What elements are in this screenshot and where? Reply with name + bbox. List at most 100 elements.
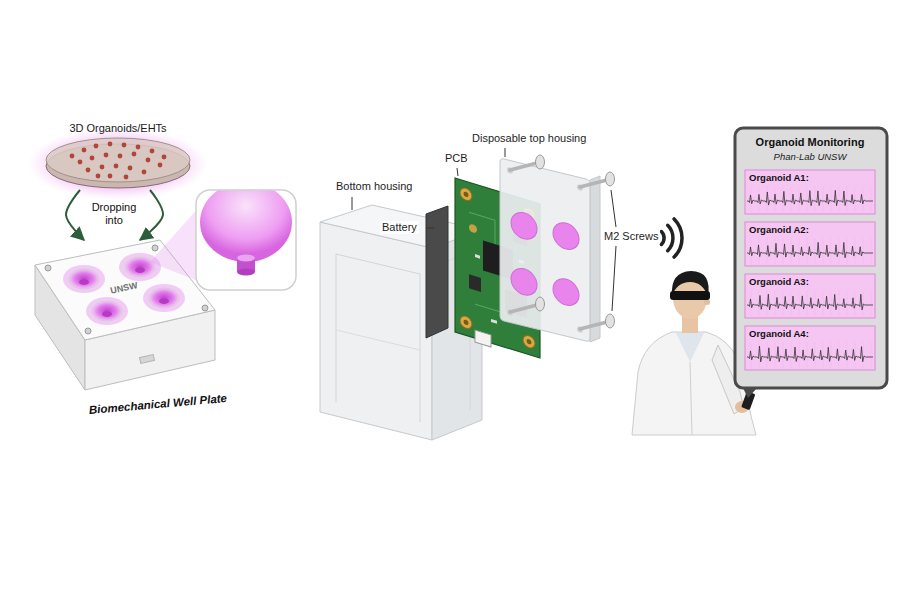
pcb-board bbox=[527, 338, 532, 345]
pcb-board bbox=[491, 319, 497, 324]
m2-screw bbox=[580, 322, 607, 329]
bottom-housing bbox=[336, 330, 420, 350]
signal-strip-art bbox=[791, 238, 792, 265]
pcb-board bbox=[475, 330, 491, 347]
signal-strip-art bbox=[823, 238, 824, 265]
well-plate-body bbox=[140, 355, 155, 364]
signal-strip-art bbox=[815, 186, 816, 213]
organoid-dots bbox=[104, 153, 109, 158]
m2-screw bbox=[510, 163, 607, 329]
drop-arrow bbox=[66, 190, 84, 240]
signal-strip-art bbox=[839, 238, 840, 265]
petri-dish bbox=[28, 128, 208, 200]
researcher-figure bbox=[690, 362, 692, 435]
text-slot: Organoid A4: bbox=[749, 328, 871, 339]
top-housing bbox=[500, 158, 590, 342]
strip-label: Organoid A2: bbox=[749, 224, 871, 235]
m2-screw bbox=[536, 297, 545, 311]
label-slot: PCB bbox=[443, 152, 470, 165]
dish-heading: 3D Organoids/EHTs bbox=[40, 122, 196, 135]
organoid-dots bbox=[108, 142, 113, 147]
monitor-panel-art bbox=[735, 128, 887, 398]
text-slot: Biomechanical Well Plate bbox=[78, 398, 238, 412]
leader-line bbox=[352, 148, 616, 311]
organoid-dots bbox=[86, 168, 91, 173]
wireless-symbol bbox=[674, 219, 682, 257]
pcb-board bbox=[460, 187, 472, 203]
signal-strip-art bbox=[863, 342, 864, 369]
zoom-inset bbox=[237, 255, 255, 262]
plate-caption: Biomechanical Well Plate bbox=[78, 391, 239, 419]
wireless-symbol bbox=[668, 225, 673, 250]
signal-strip-art bbox=[745, 222, 875, 266]
screw-hole bbox=[152, 245, 158, 251]
panel-frame bbox=[735, 128, 887, 388]
signal-strip-art bbox=[847, 238, 848, 265]
pcb-board bbox=[475, 254, 480, 259]
organoid-dots bbox=[94, 144, 99, 149]
edge-label-slot: Dropping into bbox=[88, 201, 140, 227]
monitoring-panel: Organoid A1: Organoid A2: Organoid A3: Orga… bbox=[735, 128, 887, 388]
signal-strip-art bbox=[807, 238, 808, 265]
petri-dish bbox=[28, 128, 208, 200]
leader-line bbox=[612, 246, 616, 311]
signal-strip-art bbox=[745, 326, 875, 370]
well bbox=[125, 257, 155, 277]
organoid-dots bbox=[114, 164, 119, 169]
organoid-dots bbox=[118, 154, 123, 159]
signal-strip: Organoid A4: bbox=[745, 326, 875, 370]
leader-line bbox=[352, 197, 353, 210]
organoid-dots bbox=[146, 158, 151, 163]
text-slot: Organoid A2: bbox=[749, 224, 871, 235]
well bbox=[143, 284, 185, 312]
signal-strip-art bbox=[783, 238, 784, 265]
organoid-dots bbox=[132, 152, 137, 157]
m2-screw bbox=[580, 180, 607, 187]
signal-strip-art bbox=[839, 186, 840, 213]
signal-strip-art bbox=[839, 290, 840, 317]
signal-strip-art bbox=[799, 238, 800, 265]
signal-strip: Organoid A3: bbox=[745, 274, 875, 318]
signal-strip-art bbox=[745, 274, 875, 318]
wireless-symbol bbox=[661, 219, 682, 257]
top-housing bbox=[590, 176, 600, 342]
edge-label: Dropping into bbox=[88, 201, 140, 227]
well bbox=[86, 297, 128, 325]
organoid-dots bbox=[82, 148, 87, 153]
signal-strip-art bbox=[791, 290, 792, 317]
signal-strip-art bbox=[815, 238, 816, 265]
label-slot: Bottom housing bbox=[334, 180, 414, 193]
researcher-figure bbox=[676, 333, 704, 362]
screw-hole bbox=[85, 328, 91, 334]
signal-strip-art bbox=[807, 186, 808, 213]
organoid-dots bbox=[70, 142, 167, 180]
signal-strip-art bbox=[799, 290, 800, 317]
text-slot: Phan-Lab UNSW bbox=[735, 151, 885, 162]
signal-strip-art bbox=[775, 342, 776, 369]
zoom-inset bbox=[150, 182, 296, 290]
well bbox=[63, 265, 105, 293]
label-slot: M2 Screws bbox=[602, 230, 660, 243]
organoid-dots bbox=[128, 166, 133, 171]
leader-line bbox=[611, 190, 616, 227]
zoom-inset bbox=[150, 206, 200, 282]
signal-strip-art bbox=[807, 342, 808, 369]
part-label: PCB bbox=[443, 152, 470, 165]
bottom-housing bbox=[336, 254, 420, 422]
panel-title: Organoid Monitoring bbox=[735, 136, 885, 149]
m2-screw bbox=[536, 155, 545, 169]
signal-strip: Organoid A2: bbox=[745, 222, 875, 266]
m2-screw bbox=[510, 163, 537, 170]
part-label: M2 Screws bbox=[602, 230, 660, 243]
strip-label: Organoid A1: bbox=[749, 172, 871, 183]
well bbox=[102, 311, 112, 317]
strip-label: Organoid A4: bbox=[749, 328, 871, 339]
part-label: Disposable top housing bbox=[470, 132, 588, 145]
signal-strip-art bbox=[745, 274, 875, 318]
text-slot: Organoid Monitoring bbox=[735, 136, 885, 149]
signal-strip-art bbox=[871, 290, 872, 317]
organoid-dots bbox=[100, 165, 105, 170]
text-slot: Organoid A1: bbox=[749, 172, 871, 183]
